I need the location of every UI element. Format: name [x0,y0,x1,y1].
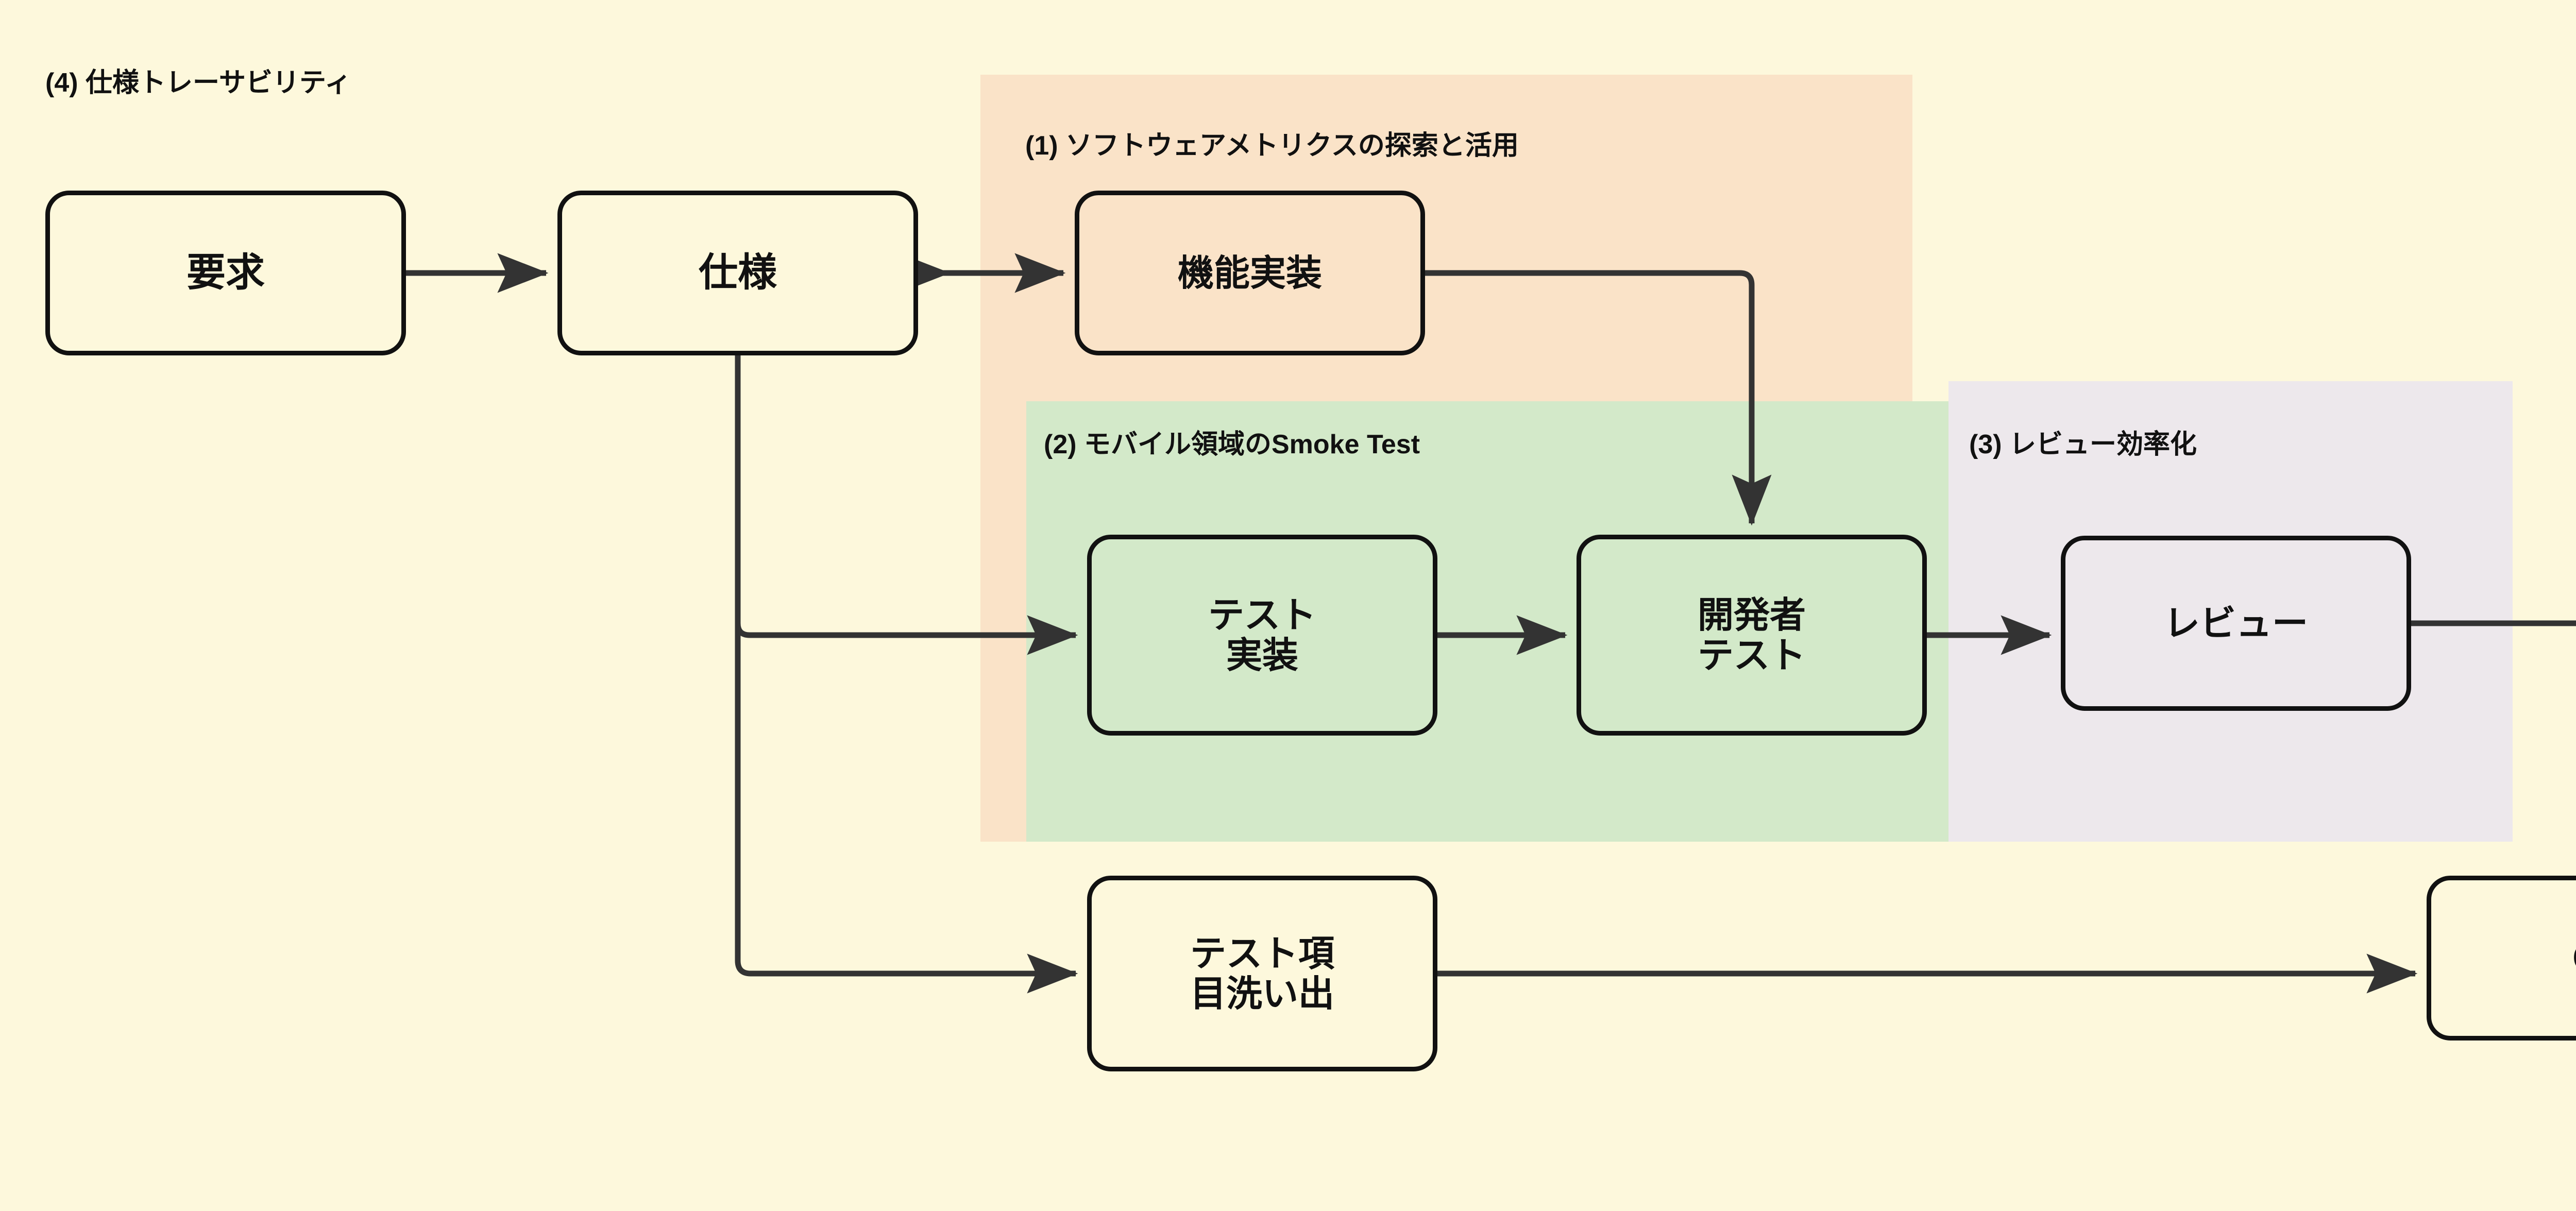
node-qa-label: QA [2572,936,2576,980]
node-test-cases[interactable]: テスト項 目洗い出 [1087,876,1437,1071]
node-test-cases-label-line2: 目洗い出 [1190,974,1334,1014]
node-test-impl[interactable]: テスト 実装 [1087,535,1437,736]
node-requirement-label: 要求 [187,251,265,295]
node-feature-impl[interactable]: 機能実装 [1075,191,1425,355]
group-label-3: (3) レビュー効率化 [1969,430,2197,459]
edge-review-qa [2411,620,2576,626]
node-dev-test[interactable]: 開発者 テスト [1577,535,1927,736]
node-spec[interactable]: 仕様 [557,191,918,355]
node-test-cases-label-line1: テスト項 [1190,933,1334,974]
node-dev-test-label-line2: テスト [1698,635,1806,675]
node-review[interactable]: レビュー [2061,536,2411,711]
node-review-label: レビュー [2164,603,2308,643]
group-label-2: (2) モバイル領域のSmoke Test [1044,430,1420,459]
node-requirement[interactable]: 要求 [45,191,406,355]
edge-feature-impl-dev-test [1425,270,1772,526]
node-feature-impl-label: 機能実装 [1178,252,1322,293]
group-label-1: (1) ソフトウェアメトリクスの探索と活用 [1025,131,1519,161]
edge-spec-test-impl [735,355,1078,655]
node-spec-label: 仕様 [699,251,777,295]
node-qa[interactable]: QA [2427,876,2576,1041]
node-test-impl-label-line1: テスト [1208,594,1316,635]
edge-spec-test-cases [735,355,1078,994]
node-dev-test-label-line1: 開発者 [1698,594,1806,635]
node-test-impl-label-line2: 実装 [1226,635,1298,675]
group-label-4: (4) 仕様トレーサビリティ [45,68,351,98]
